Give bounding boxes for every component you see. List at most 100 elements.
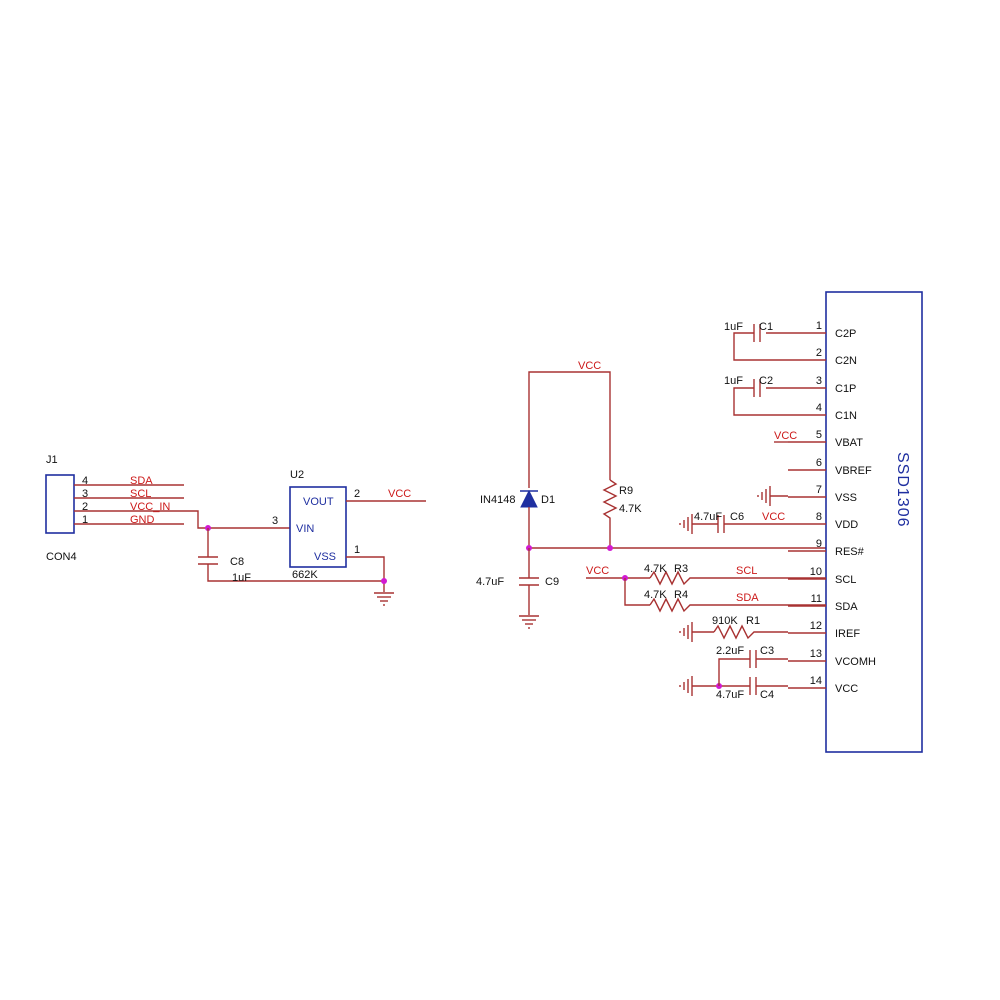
- r1-resistor: [713, 624, 788, 640]
- r4-net-label: SDA: [736, 592, 759, 604]
- u2-ref: U2: [290, 469, 304, 481]
- ssd1306-pin-number: 12: [810, 620, 822, 632]
- j1-connector: J1 CON4 4 3 2 1 SDA SCL VCC_IN GND: [45, 454, 184, 563]
- ssd1306-pin-name: VSS: [835, 492, 857, 504]
- u2-vout-label: VOUT: [303, 496, 334, 508]
- u2-pin-vin: 3: [272, 515, 278, 527]
- c6-ref: C6: [730, 511, 744, 523]
- j1-pin-num: 3: [82, 488, 88, 500]
- ssd1306-pin-number: 7: [816, 484, 822, 496]
- ssd1306-pins: 1C2P2C2N3C1P4C1N5VBAT6VBREF7VSS8VDD9RES#…: [788, 320, 876, 695]
- vbat-net: VCC: [774, 430, 797, 443]
- j1-pin-num: 2: [82, 501, 88, 513]
- ssd1306-pin-name: VCOMH: [835, 656, 876, 668]
- vin-net: C8 1uF: [184, 510, 384, 584]
- reset-circuit: VCC IN4148 D1 R9 4.7K 4.7uF C9: [476, 360, 826, 629]
- r4-value: 4.7K: [644, 589, 667, 601]
- ssd1306-body: [825, 291, 923, 753]
- r1-value: 910K: [712, 615, 738, 627]
- r9-resistor: [602, 479, 618, 548]
- reset-vcc-net: VCC: [578, 360, 601, 372]
- ssd1306-pin-number: 13: [810, 648, 822, 660]
- c3-c4-circuit: 2.2uF C3 4.7uF C4: [679, 645, 788, 701]
- ssd1306-pin-name: SDA: [835, 601, 858, 613]
- u2-regulator: U2 VOUT VIN VSS 662K 3 2 1 VCC: [272, 469, 426, 606]
- c8-value: 1uF: [232, 572, 251, 584]
- reset-vcc-wire: [528, 371, 611, 488]
- c1-ref: C1: [759, 321, 773, 333]
- u2-pin-vss: 1: [354, 544, 360, 556]
- c9-ref: C9: [545, 576, 559, 588]
- u2-part: 662K: [292, 569, 318, 581]
- c1-circuit: 1uF C1: [724, 321, 788, 361]
- c1-value: 1uF: [724, 321, 743, 333]
- ssd1306-pin-number: 11: [811, 593, 822, 605]
- r1-ref: R1: [746, 615, 760, 627]
- c8-ref: C8: [230, 556, 244, 568]
- ssd1306-pin-name: VBREF: [835, 465, 872, 477]
- j1-type: CON4: [46, 551, 77, 563]
- c8-gnd-wire: [207, 564, 384, 582]
- u2-pin-vout: 2: [354, 488, 360, 500]
- r3-ref: R3: [674, 563, 688, 575]
- ssd1306-chip: SSD1306 1C2P2C2N3C1P4C1N5VBAT6VBREF7VSS8…: [788, 291, 923, 753]
- r9-ref: R9: [619, 485, 633, 497]
- ssd1306-pin-number: 2: [816, 347, 822, 359]
- pullup-circuit: VCC 4.7K R3 SCL 4.7K R4 SDA: [586, 563, 826, 613]
- c3-value: 2.2uF: [716, 645, 744, 657]
- ssd1306-pin-number: 1: [816, 320, 822, 332]
- c2-ref: C2: [759, 375, 773, 387]
- c6-net-label: VCC: [762, 511, 785, 523]
- ssd1306-pin-number: 6: [816, 457, 822, 469]
- ssd1306-pin-name: C1P: [835, 383, 856, 395]
- c9-value: 4.7uF: [476, 576, 504, 588]
- ssd1306-pin-name: C2N: [835, 355, 857, 367]
- c6-value: 4.7uF: [694, 511, 722, 523]
- j1-pin-num: 4: [82, 475, 88, 487]
- r3-resistor: [649, 570, 826, 586]
- u2-body: [289, 486, 347, 568]
- d1-ref: D1: [541, 494, 555, 506]
- c3-ref: C3: [760, 645, 774, 657]
- ssd1306-title: SSD1306: [894, 452, 911, 528]
- r3-net-label: SCL: [736, 565, 757, 577]
- ssd1306-pin-number: 10: [810, 566, 822, 578]
- u2-vout-net: VCC: [388, 488, 411, 500]
- c3-gnd-lead: [718, 658, 750, 686]
- r4-ref: R4: [674, 589, 688, 601]
- ssd1306-pin-name: VDD: [835, 519, 858, 531]
- j1-net-label: SCL: [130, 488, 151, 500]
- ssd1306-pin-number: 9: [816, 538, 822, 550]
- j1-net-label: SDA: [130, 475, 153, 487]
- ssd1306-pin-name: C2P: [835, 328, 856, 340]
- ssd1306-pin-number: 14: [810, 675, 822, 687]
- j1-body: [45, 474, 75, 534]
- c9-ground-symbol: [519, 615, 539, 629]
- u2-vss-label: VSS: [314, 551, 336, 563]
- u2-gnd-junction: [381, 578, 387, 584]
- ssd1306-pin-name: C1N: [835, 410, 857, 422]
- r9-value: 4.7K: [619, 503, 642, 515]
- vin-wire: [184, 510, 290, 529]
- c2-loop: [733, 387, 788, 416]
- r4-resistor: [649, 597, 826, 613]
- ssd1306-pin-number: 4: [816, 402, 822, 414]
- c1-loop: [733, 332, 788, 361]
- c4-ref: C4: [760, 689, 774, 701]
- vbat-net-label: VCC: [774, 430, 797, 442]
- d1-part: IN4148: [480, 494, 515, 506]
- ssd1306-pin-name: VCC: [835, 683, 858, 695]
- j1-ref: J1: [46, 454, 58, 466]
- ssd1306-pin-name: RES#: [835, 546, 865, 558]
- ssd1306-pin-name: SCL: [835, 574, 856, 586]
- u2-ground-symbol: [374, 592, 394, 606]
- c4-value: 4.7uF: [716, 689, 744, 701]
- c2-circuit: 1uF C2: [724, 375, 788, 416]
- c2-value: 1uF: [724, 375, 743, 387]
- c6-circuit: 4.7uF C6 VCC: [679, 511, 788, 534]
- j1-pin-num: 1: [82, 514, 88, 526]
- r4-feed-wire: [624, 578, 650, 606]
- pullup-vcc-net: VCC: [586, 565, 609, 577]
- ssd1306-pin-name: VBAT: [835, 437, 863, 449]
